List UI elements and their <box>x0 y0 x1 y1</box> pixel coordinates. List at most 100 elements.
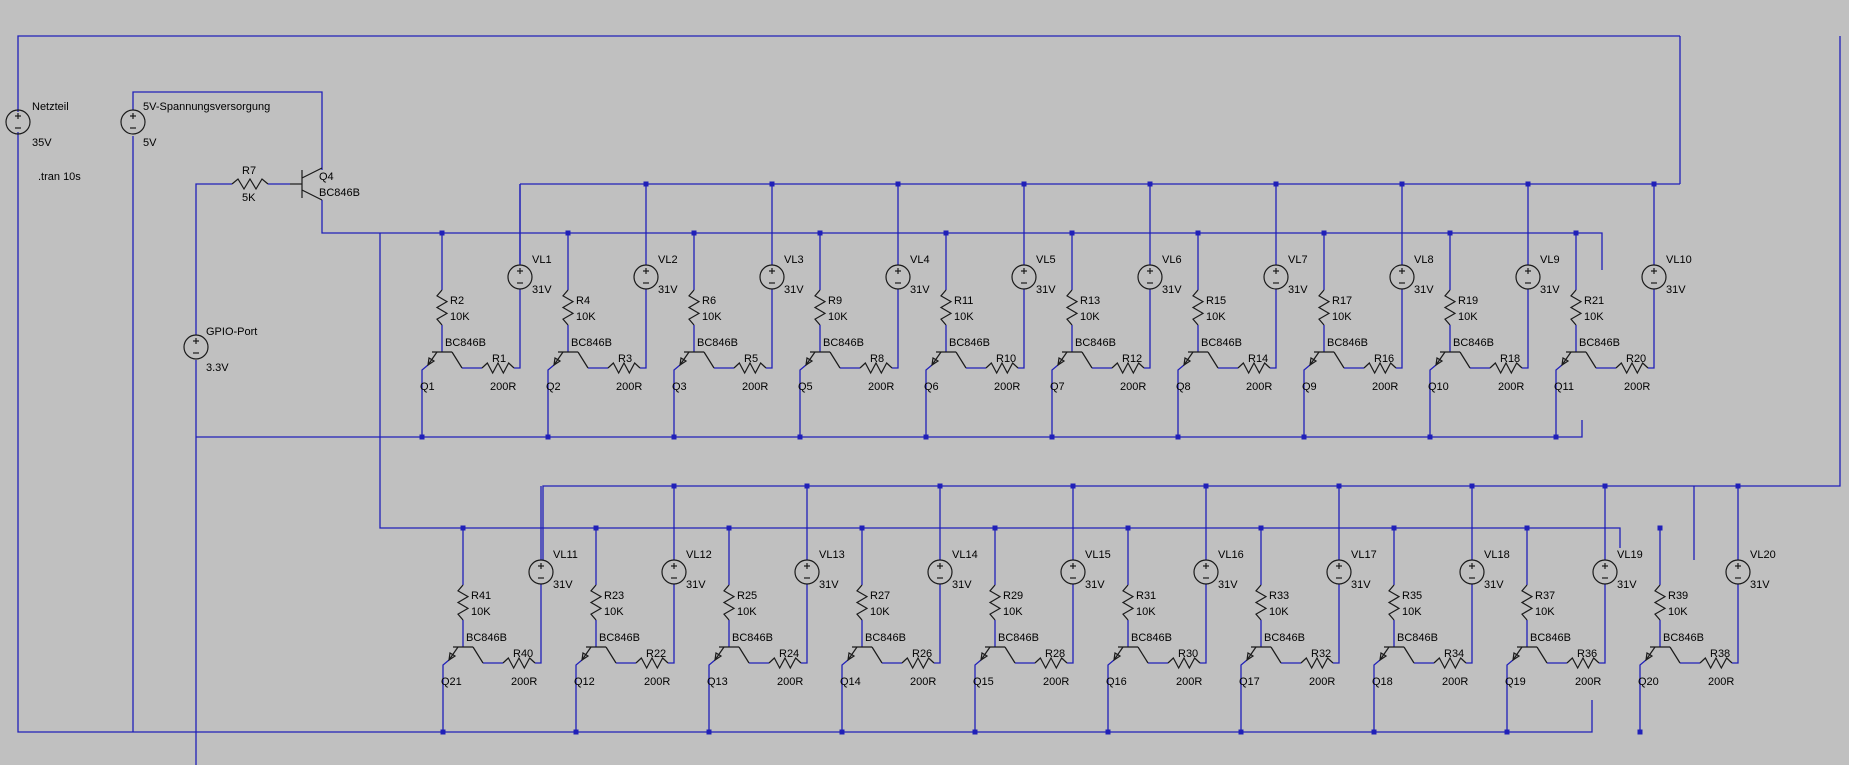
resistor-icon[interactable] <box>1569 289 1583 326</box>
npn-transistor-icon[interactable] <box>847 646 883 664</box>
voltage-source-icon[interactable] <box>1389 264 1415 290</box>
resistor-icon[interactable] <box>768 656 802 670</box>
voltage-source-icon[interactable] <box>183 334 209 360</box>
resistor-icon[interactable] <box>435 289 449 326</box>
voltage-source-icon[interactable] <box>507 264 533 290</box>
resistor-icon[interactable] <box>607 361 641 375</box>
resistor-icon[interactable] <box>1191 289 1205 326</box>
voltage-source-icon[interactable] <box>1011 264 1037 290</box>
resistor-icon[interactable] <box>1034 656 1068 670</box>
resistor-icon[interactable] <box>589 584 603 621</box>
npn-transistor-icon[interactable] <box>427 351 463 369</box>
resistor-icon[interactable] <box>1699 656 1733 670</box>
voltage-source-icon[interactable] <box>1592 559 1618 585</box>
resistor-icon[interactable] <box>1520 584 1534 621</box>
resistor-icon[interactable] <box>939 289 953 326</box>
resistor-icon[interactable] <box>1167 656 1201 670</box>
voltage-source-icon[interactable] <box>1263 264 1289 290</box>
voltage-source-icon[interactable] <box>1137 264 1163 290</box>
wire <box>1018 289 1025 369</box>
voltage-source-icon[interactable] <box>794 559 820 585</box>
npn-transistor-icon[interactable] <box>980 646 1016 664</box>
junction-dot <box>1371 729 1377 735</box>
transistor-emitter <box>1057 351 1068 366</box>
resistor-icon[interactable] <box>1615 361 1649 375</box>
resistor-icon[interactable] <box>635 656 669 670</box>
transistor-name: Q7 <box>1050 381 1065 393</box>
voltage-source-icon[interactable] <box>1515 264 1541 290</box>
resistor-icon[interactable] <box>481 361 515 375</box>
voltage-source-icon[interactable] <box>633 264 659 290</box>
voltage-source-icon[interactable] <box>528 559 554 585</box>
resistor-icon[interactable] <box>561 289 575 326</box>
resistor-icon[interactable] <box>1443 289 1457 326</box>
wire <box>1051 364 1059 437</box>
voltage-source-icon[interactable] <box>5 109 31 135</box>
resistor-icon[interactable] <box>1121 584 1135 621</box>
npn-transistor-icon[interactable] <box>714 646 750 664</box>
resistor-icon[interactable] <box>231 177 269 191</box>
npn-transistor-icon[interactable] <box>553 351 589 369</box>
voltage-source-icon[interactable] <box>1326 559 1352 585</box>
resistor-icon[interactable] <box>687 289 701 326</box>
npn-transistor-icon[interactable] <box>931 351 967 369</box>
npn-transistor-icon[interactable] <box>581 646 617 664</box>
resistor-icon[interactable] <box>813 289 827 326</box>
voltage-source-icon[interactable] <box>759 264 785 290</box>
npn-transistor-icon[interactable] <box>1309 351 1345 369</box>
source-circle <box>507 264 533 290</box>
resistor-icon[interactable] <box>1237 361 1271 375</box>
resistor-icon[interactable] <box>1317 289 1331 326</box>
npn-transistor-icon[interactable] <box>1183 351 1219 369</box>
resistor-icon[interactable] <box>456 584 470 621</box>
load-resistor-name: R38 <box>1710 648 1730 660</box>
resistor-icon[interactable] <box>1254 584 1268 621</box>
transistor-base-lead <box>1459 351 1471 369</box>
resistor-icon[interactable] <box>1111 361 1145 375</box>
q4-collector <box>301 167 323 179</box>
voltage-source-icon[interactable] <box>927 559 953 585</box>
resistor-icon[interactable] <box>1566 656 1600 670</box>
voltage-source-icon[interactable] <box>885 264 911 290</box>
voltage-source-icon[interactable] <box>1060 559 1086 585</box>
resistor-icon[interactable] <box>985 361 1019 375</box>
resistor-icon[interactable] <box>733 361 767 375</box>
resistor-icon[interactable] <box>855 584 869 621</box>
resistor-icon[interactable] <box>1300 656 1334 670</box>
resistor-icon[interactable] <box>502 656 536 670</box>
npn-transistor-icon[interactable] <box>448 646 484 664</box>
npn-transistor-icon[interactable] <box>1561 351 1597 369</box>
voltage-source-icon[interactable] <box>1193 559 1219 585</box>
npn-transistor-icon[interactable] <box>1512 646 1548 664</box>
npn-transistor-icon[interactable] <box>1246 646 1282 664</box>
npn-transistor-icon[interactable] <box>1113 646 1149 664</box>
resistor-icon[interactable] <box>1363 361 1397 375</box>
resistor-icon[interactable] <box>901 656 935 670</box>
npn-transistor-icon[interactable] <box>1435 351 1471 369</box>
emitter-arrow <box>1309 357 1318 367</box>
voltage-source-icon[interactable] <box>120 109 146 135</box>
transistor-emitter <box>714 646 725 661</box>
led-source-name: VL11 <box>553 549 578 561</box>
resistor-icon[interactable] <box>1387 584 1401 621</box>
npn-transistor-icon[interactable] <box>290 167 323 201</box>
resistor-icon[interactable] <box>722 584 736 621</box>
resistor-icon[interactable] <box>1653 584 1667 621</box>
resistor-icon[interactable] <box>859 361 893 375</box>
resistor-icon[interactable] <box>988 584 1002 621</box>
resistor-icon[interactable] <box>1065 289 1079 326</box>
voltage-source-icon[interactable] <box>661 559 687 585</box>
npn-transistor-icon[interactable] <box>1057 351 1093 369</box>
wire <box>514 289 521 369</box>
npn-transistor-icon[interactable] <box>805 351 841 369</box>
npn-transistor-icon[interactable] <box>679 351 715 369</box>
resistor-icon[interactable] <box>1433 656 1467 670</box>
voltage-source-icon[interactable] <box>1641 264 1667 290</box>
voltage-source-icon[interactable] <box>1725 559 1751 585</box>
voltage-source-icon[interactable] <box>1459 559 1485 585</box>
resistor-icon[interactable] <box>1489 361 1523 375</box>
npn-transistor-icon[interactable] <box>1645 646 1681 664</box>
wire <box>1240 659 1248 732</box>
npn-transistor-icon[interactable] <box>1379 646 1415 664</box>
